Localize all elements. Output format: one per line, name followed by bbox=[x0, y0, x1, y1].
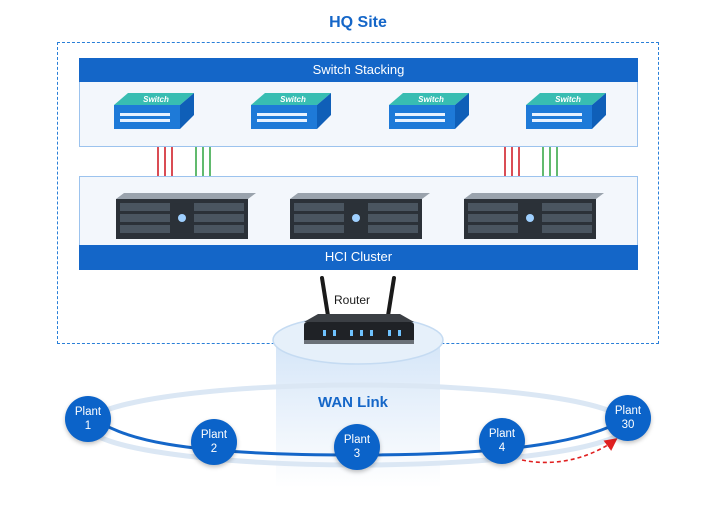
hci-cluster-bar: HCI Cluster bbox=[79, 245, 638, 270]
plant-number: 3 bbox=[353, 448, 361, 460]
plant-label: Plant bbox=[614, 405, 642, 417]
switch-stacking-bar: Switch Stacking bbox=[79, 58, 638, 82]
network-switch-4: Switch bbox=[526, 93, 606, 129]
plant-label: Plant bbox=[74, 406, 102, 418]
plant-number: 1 bbox=[84, 420, 92, 432]
plant-node-30: Plant 30 bbox=[605, 395, 651, 441]
hci-server-1 bbox=[116, 193, 256, 239]
hci-server-2 bbox=[290, 193, 430, 239]
switch-brand-text: Switch bbox=[555, 95, 581, 104]
plant-node-3: Plant 3 bbox=[334, 424, 380, 470]
plant-number: 30 bbox=[621, 419, 635, 431]
cables-right bbox=[504, 147, 558, 176]
plant-node-4: Plant 4 bbox=[479, 418, 525, 464]
network-switch-1: Switch bbox=[114, 93, 194, 129]
plant-node-1: Plant 1 bbox=[65, 396, 111, 442]
network-switch-3: Switch bbox=[389, 93, 469, 129]
switch-brand-text: Switch bbox=[418, 95, 444, 104]
hq-site-title: HQ Site bbox=[329, 14, 387, 31]
network-switch-2: Switch bbox=[251, 93, 331, 129]
wan-link-label: WAN Link bbox=[318, 394, 388, 411]
plant-label: Plant bbox=[200, 429, 228, 441]
plant-number: 4 bbox=[498, 442, 506, 454]
plant-label: Plant bbox=[488, 428, 516, 440]
plant-number: 2 bbox=[210, 443, 218, 455]
router-label: Router bbox=[334, 293, 371, 307]
switch-brand-text: Switch bbox=[143, 95, 169, 104]
plant-label: Plant bbox=[343, 434, 371, 446]
hci-server-3 bbox=[464, 193, 604, 239]
cables-left bbox=[157, 147, 211, 176]
plant-node-2: Plant 2 bbox=[191, 419, 237, 465]
router-icon bbox=[304, 276, 414, 344]
switch-brand-text: Switch bbox=[280, 95, 306, 104]
